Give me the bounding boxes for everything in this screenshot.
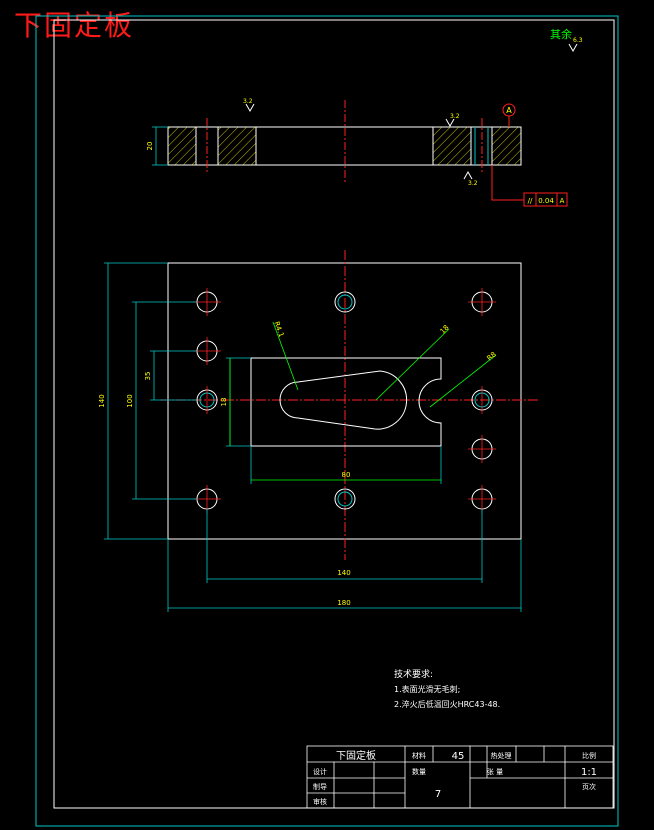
hole-centerlines (193, 288, 496, 513)
hole-inner (337, 491, 353, 507)
drawn-label: 制导 (313, 782, 327, 791)
process-label: 热处理 (491, 751, 512, 760)
height-holes-dimension: 100 (126, 394, 134, 407)
section-view: 20 3.2 3.2 3.2 A // 0.04 A (146, 98, 568, 207)
hatch-region (492, 127, 521, 165)
technical-notes: 技术要求: 1.表面光滑无毛刺; 2.淬火后低温回火HRC43-48. (394, 668, 500, 709)
title-block: 下固定板 材料 45 热处理 比例 设计 数量 张 量 1:1 制导 7 页次 … (306, 745, 614, 809)
tolerance-symbol: // (528, 197, 533, 205)
datum-label: A (506, 106, 512, 115)
pocket-radius-label: R4.1 (272, 320, 285, 338)
sheet-label: 张 量 (487, 767, 503, 776)
hole (334, 488, 356, 510)
horizontal-dimension-lines (167, 446, 522, 612)
material-label: 材料 (412, 751, 426, 760)
remaining-finish-label: 其余 (550, 27, 572, 41)
finish-value: 3.2 (450, 113, 460, 120)
hatch-region (433, 127, 471, 165)
finish-symbol (245, 103, 255, 113)
inner-frame (53, 19, 615, 809)
proof-label: 审核 (313, 797, 327, 806)
remaining-finish-symbol (568, 43, 578, 53)
tolerance-leader (491, 165, 524, 201)
part-name: 下固定板 (336, 749, 376, 762)
outer-frame (35, 15, 619, 827)
finish-symbol (463, 170, 473, 180)
tolerance-datum: A (560, 197, 565, 205)
height-overall-dimension: 140 (98, 394, 106, 407)
finish-value: 3.2 (468, 180, 478, 187)
tech-note-item: 2.淬火后低温回火HRC43-48. (394, 699, 500, 709)
hatch-region (218, 127, 256, 165)
tech-note-item: 1.表面光滑无毛刺; (394, 684, 460, 694)
slot-outline (279, 370, 408, 430)
scale-label: 比例 (582, 751, 596, 760)
radius-leader (272, 321, 299, 391)
scale-value: 1:1 (581, 767, 597, 778)
hatch-region (168, 127, 196, 165)
width-holes-dimension: 140 (337, 569, 350, 577)
radius-leader (375, 328, 450, 401)
material-value: 45 (452, 751, 465, 762)
tolerance-frame (523, 192, 568, 207)
tech-notes-title: 技术要求: (394, 668, 433, 680)
hole-inner (337, 294, 353, 310)
pocket-outline (250, 357, 442, 447)
thickness-dimension: 20 (146, 142, 154, 151)
hole (334, 291, 356, 313)
plan-view: 140 100 35 18 80 140 180 R4.1 18 R8 (98, 250, 540, 612)
finish-value: 3.2 (243, 98, 253, 105)
radius-leader (429, 354, 497, 408)
height-pocket-dimension: 18 (220, 398, 228, 407)
quantity-label: 数量 (412, 767, 426, 776)
leader-right-2-label: R8 (486, 350, 498, 362)
leader-right-1-label: 18 (439, 324, 451, 336)
page-label: 页次 (582, 782, 596, 791)
height-small-dimension: 35 (144, 372, 152, 381)
design-label: 设计 (313, 767, 327, 776)
tolerance-value: 0.04 (538, 197, 554, 205)
finish-symbol (445, 118, 455, 128)
width-pocket-dimension: 80 (342, 471, 351, 479)
width-overall-dimension: 180 (337, 599, 350, 607)
remaining-finish-value: 6.3 (573, 37, 583, 44)
sheet-number: 7 (435, 789, 441, 800)
